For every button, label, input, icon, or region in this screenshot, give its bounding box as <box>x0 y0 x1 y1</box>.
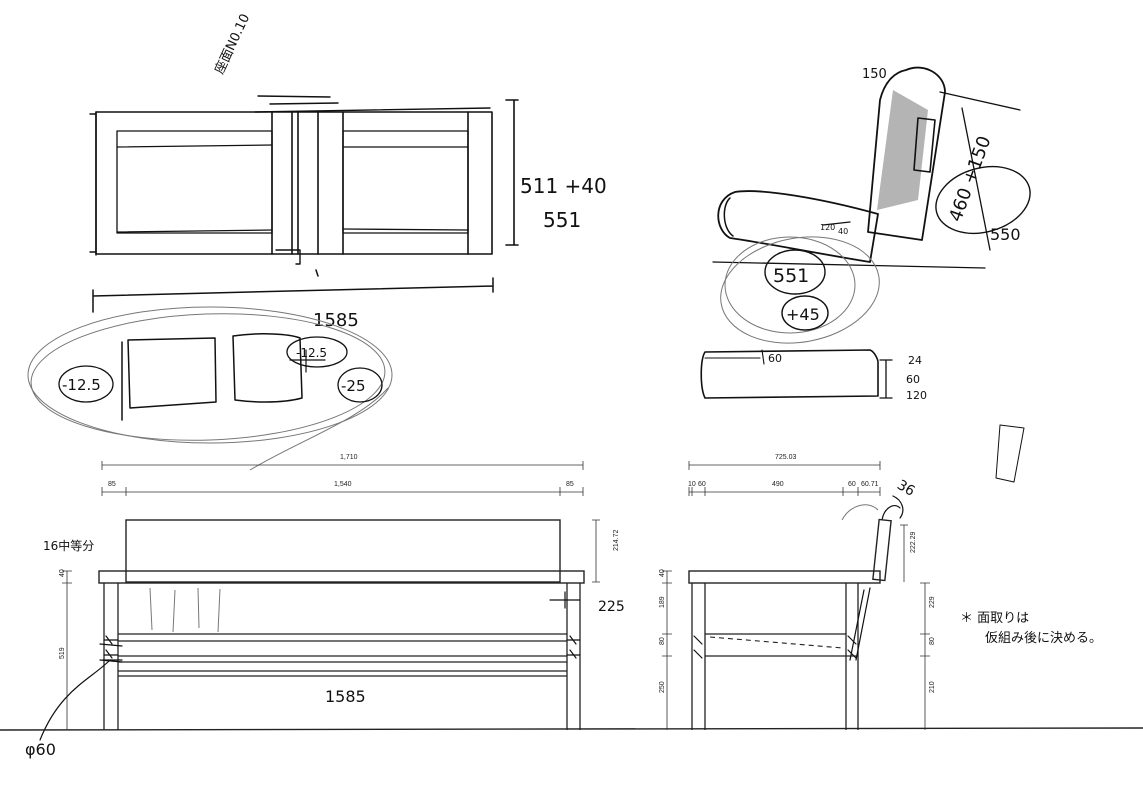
seat-note: 座面N0.10 <box>212 12 253 77</box>
seg-mid: 1,540 <box>334 481 352 488</box>
height-1: 189 <box>659 596 666 608</box>
depth-total: 551 <box>543 208 581 232</box>
arm-thickness: 40 <box>59 569 66 577</box>
seg-right: 85 <box>566 481 574 488</box>
cushion-plan-sketch: -12.5 -12.5 -25 <box>27 306 393 471</box>
left-adjust: -12.5 <box>62 376 101 394</box>
depth-d5: 60.71 <box>861 481 879 488</box>
arm-height: 40 <box>659 569 666 577</box>
joint-b: 40 <box>838 227 848 236</box>
rail-length: 1585 <box>325 687 366 706</box>
back-top-dim: 150 <box>862 67 887 82</box>
overall-depth: 725.03 <box>775 454 797 461</box>
height-3: 250 <box>659 681 666 693</box>
mid-adjust: -12.5 <box>296 346 327 360</box>
post-note: 225 <box>598 599 625 615</box>
cushion-h2: 60 <box>906 373 920 386</box>
cushion-h3: 120 <box>906 389 927 402</box>
seg-left: 85 <box>108 481 116 488</box>
back-height: 222.29 <box>910 531 917 553</box>
seat-depth: 551 <box>773 265 809 287</box>
side-section-sketch: 150 460 +150 550 120 40 551 +45 60 24 60… <box>700 66 1031 483</box>
division-note: 16中等分 <box>43 538 94 553</box>
leg-height: 519 <box>59 647 66 659</box>
rear-height-2: 80 <box>929 637 936 645</box>
rear-height-1: 229 <box>929 596 936 608</box>
rear-height-3: 210 <box>929 681 936 693</box>
chamfer-note-line2: 仮組み後に決める。 <box>985 631 1102 646</box>
back-total: 550 <box>990 225 1021 244</box>
cushion-dim: 60 <box>768 352 782 365</box>
cushion-h1: 24 <box>908 354 922 367</box>
depth-dimension: 511 +40 <box>520 174 607 198</box>
diameter-note: φ60 <box>25 740 56 759</box>
back-angle: 36 <box>894 477 918 500</box>
chamfer-note-line1: ＊ 面取りは <box>960 611 1029 626</box>
side-elevation: 725.03 10 60 490 60 60.71 36 222.29 40 1… <box>659 454 1102 730</box>
depth-d1: 10 <box>688 481 696 488</box>
overall-width: 1,710 <box>340 454 358 461</box>
front-elevation: 1,710 85 1,540 85 16中等分 214.72 225 1585 … <box>25 454 625 759</box>
seat-plan-sketch: 座面N0.10 511 +40 551 1585 <box>89 12 607 331</box>
height-2: 80 <box>659 637 666 645</box>
backrest-height: 214.72 <box>613 529 620 551</box>
floor-line <box>0 727 1143 731</box>
seat-plus: +45 <box>786 305 820 324</box>
depth-d2: 60 <box>698 481 706 488</box>
joint-a: 120 <box>820 223 835 232</box>
right-adjust: -25 <box>341 377 366 395</box>
depth-d3: 490 <box>772 481 784 488</box>
depth-d4: 60 <box>848 481 856 488</box>
